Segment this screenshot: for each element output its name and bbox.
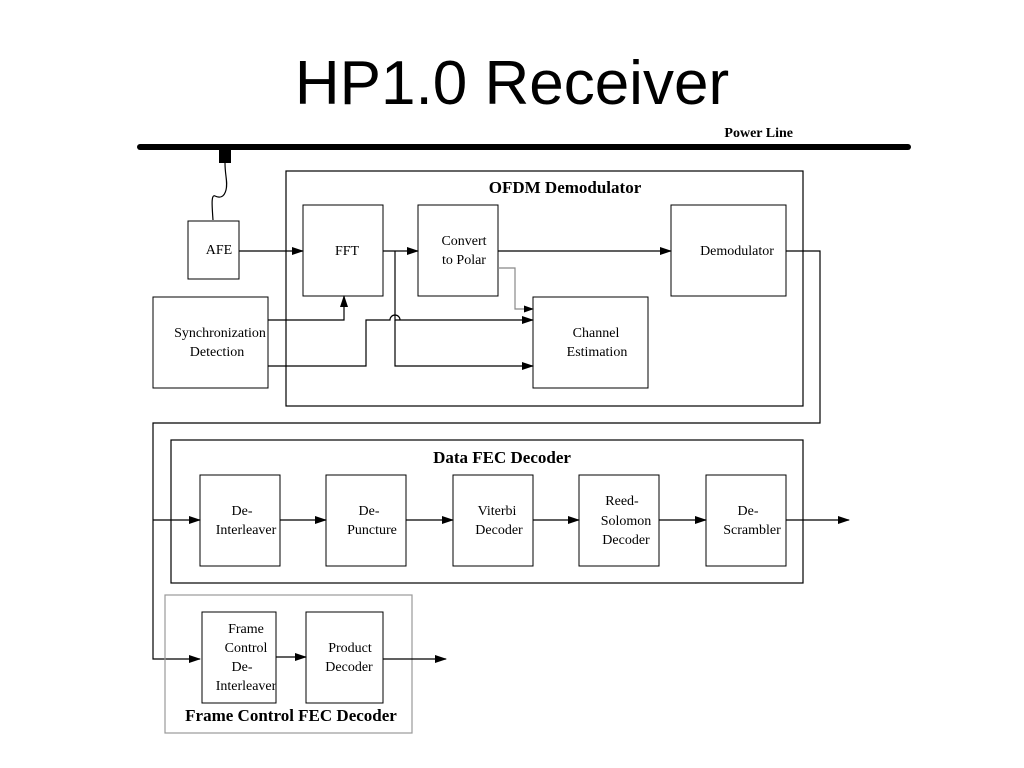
descrambler-line1: De- [738, 504, 759, 519]
ofdm-demodulator-heading: OFDM Demodulator [489, 178, 642, 197]
sync-to-channel-arrow [268, 314, 401, 367]
power-line-label: Power Line [724, 126, 793, 141]
demodulator-label: Demodulator [700, 244, 774, 259]
convert-label-line1: Convert [441, 234, 486, 249]
descrambler-line2: Scrambler [723, 523, 781, 538]
fc-deinterleaver-line3: De- [232, 660, 253, 675]
afe-block [187, 220, 240, 280]
reed-solomon-line2: Solomon [601, 514, 652, 529]
viterbi-decoder-block [452, 474, 534, 567]
channel-estimation-block [532, 296, 649, 389]
fc-deinterleaver-line2: Control [225, 641, 268, 656]
descrambler-block [705, 474, 787, 567]
fft-block [302, 204, 384, 297]
convert-label-line2: to Polar [442, 253, 486, 268]
demod-output-route [152, 250, 821, 663]
depuncture-line1: De- [359, 504, 380, 519]
sync-label-line1: Synchronization [174, 326, 266, 341]
convert-to-channel-arrow [498, 267, 534, 313]
deinterleaver-block [199, 474, 281, 567]
data-fec-decoder-heading: Data FEC Decoder [433, 448, 571, 467]
fc-deinterleaver-block [201, 611, 277, 704]
convert-to-polar-block [417, 204, 499, 297]
channel-label-line2: Estimation [567, 345, 628, 360]
fft-branch-to-channel-2 [394, 320, 534, 370]
sync-detection-block [152, 296, 269, 389]
viterbi-line2: Decoder [475, 523, 523, 538]
frame-control-fec-decoder-group [164, 594, 413, 734]
deinterleaver-line2: Interleaver [216, 523, 277, 538]
reed-solomon-decoder-block [578, 474, 660, 567]
depuncture-block [325, 474, 407, 567]
fft-label: FFT [335, 244, 360, 259]
deinterleaver-line1: De- [232, 504, 253, 519]
depuncture-line2: Puncture [347, 523, 397, 538]
data-fec-decoder-group [170, 439, 804, 584]
reed-solomon-line1: Reed- [605, 494, 639, 509]
reed-solomon-line3: Decoder [602, 533, 650, 548]
product-decoder-block [305, 611, 384, 704]
demodulator-block [670, 204, 787, 297]
fc-deinterleaver-line4: Interleaver [216, 679, 277, 694]
ofdm-demodulator-group [285, 170, 804, 407]
frame-control-fec-decoder-heading: Frame Control FEC Decoder [185, 706, 397, 725]
afe-label: AFE [206, 243, 232, 258]
sync-to-fft-arrow [268, 295, 348, 321]
viterbi-line1: Viterbi [478, 504, 517, 519]
fc-deinterleaver-line1: Frame [228, 622, 264, 637]
slide-title: HP1.0 Receiver [294, 49, 730, 118]
power-plug-icon [211, 144, 231, 221]
product-decoder-line2: Decoder [325, 660, 373, 675]
sync-label-line2: Detection [190, 345, 244, 360]
product-decoder-line1: Product [328, 641, 372, 656]
channel-label-line1: Channel [573, 326, 620, 341]
